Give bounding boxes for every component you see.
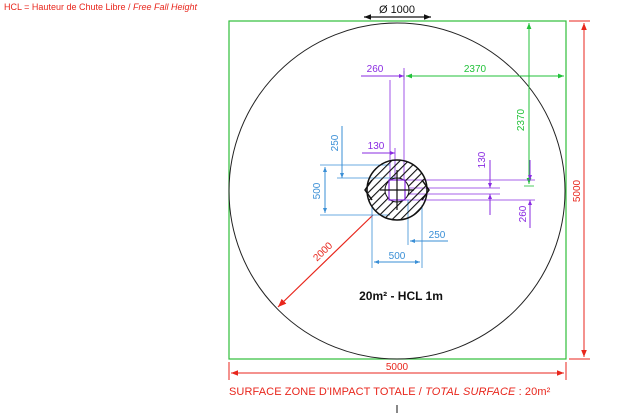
bottom-500-label: 500 — [389, 251, 406, 262]
height-label: 5000 — [572, 179, 583, 202]
surface-suffix: : 20m² — [515, 386, 551, 398]
height-dimension: 5000 — [569, 20, 590, 360]
right-span-label: 2370 — [516, 108, 527, 131]
radius-label: 2000 — [311, 240, 335, 264]
legend-text: HCL = Hauteur de Chute Libre / — [4, 2, 133, 12]
surface-prefix: SURFACE ZONE D'IMPACT TOTALE / — [229, 386, 426, 398]
width-label: 5000 — [386, 362, 409, 373]
impact-circle — [228, 22, 566, 360]
surface-italic: TOTAL SURFACE — [425, 386, 516, 398]
top-span-label: 2370 — [464, 64, 487, 75]
center-label: 20m² - HCL 1m — [359, 289, 443, 303]
right-130-label: 130 — [477, 151, 488, 168]
left-250-label: 250 — [330, 134, 341, 151]
right-span-dimension: 2370 — [516, 23, 534, 187]
left-500-label: 500 — [312, 182, 323, 199]
diameter-dimension: Ø 1000 — [364, 4, 431, 20]
diameter-label: Ø 1000 — [379, 4, 415, 16]
legend-italic: Free Fall Height — [133, 2, 198, 12]
left-130-label: 130 — [368, 141, 385, 152]
total-surface-caption: SURFACE ZONE D'IMPACT TOTALE / TOTAL SUR… — [229, 386, 550, 398]
width-dimension: 5000 — [228, 362, 567, 380]
right-260-label: 260 — [518, 205, 529, 222]
center-post — [364, 159, 430, 221]
legend: HCL = Hauteur de Chute Libre / Free Fall… — [4, 2, 197, 12]
top-span-dimension: 2370 — [403, 64, 564, 80]
top-offset-label: 260 — [367, 64, 384, 75]
bottom-250-label: 250 — [429, 230, 446, 241]
